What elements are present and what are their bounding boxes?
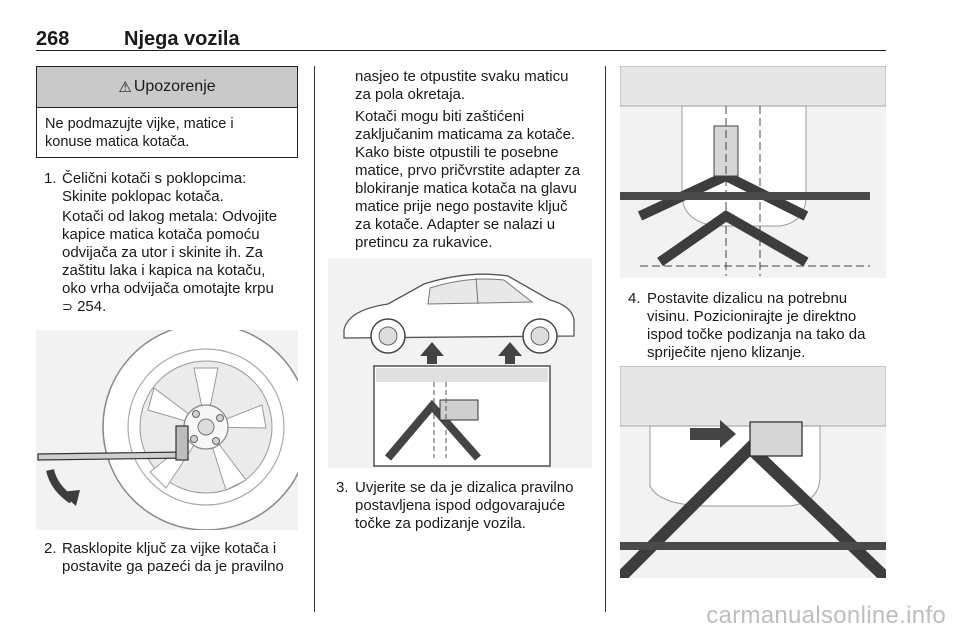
- jack-under-sill-illustration: [620, 66, 886, 278]
- text-line: Kotači od lakog metala: Odvojite: [62, 208, 278, 225]
- text-line: nasjeo te otpustite svaku maticu: [355, 68, 569, 85]
- section-title: Njega vozila: [124, 28, 240, 50]
- step-number: 4.: [628, 290, 641, 307]
- text-line: Kotači mogu biti zaštićeni: [355, 108, 525, 125]
- step-number: 2.: [44, 540, 57, 557]
- text-line: matice, prvo pričvrstite adapter za: [355, 162, 581, 179]
- warning-header: ⚠ Upozorenje: [37, 67, 297, 108]
- text-line: postavite ga pazeći da je pravilno: [62, 558, 284, 575]
- text-line: Čelični kotači s poklopcima:: [62, 170, 247, 187]
- warning-line: konuse matica kotača.: [45, 134, 190, 150]
- page-number: 268: [36, 28, 70, 50]
- step-number: 3.: [336, 479, 349, 496]
- step-2-text: Rasklopite ključ za vijke kotača i posta…: [62, 540, 308, 576]
- text-line: matice prije nego postavite ključ: [355, 198, 568, 215]
- watermark: carmanualsonline.info: [706, 602, 946, 629]
- text-line: za kotače. Adapter se nalazi u: [355, 216, 556, 233]
- text-line: spriječite njeno klizanje.: [647, 344, 806, 361]
- jack-positioning-illustration: [620, 366, 886, 578]
- page-reference[interactable]: ⊃ 254.: [62, 298, 302, 316]
- text-line: Kako biste otpustili te posebne: [355, 144, 559, 161]
- step-1-text: Čelični kotači s poklopcima: Skinite pok…: [62, 170, 298, 206]
- step-3-text: Uvjerite se da je dizalica pravilno post…: [355, 479, 600, 533]
- text-line: Uvjerite se da je dizalica pravilno: [355, 479, 574, 496]
- reference-page: 254.: [77, 298, 107, 315]
- text-line: zaključanim maticama za kotače.: [355, 126, 576, 143]
- text-line: kapice matica kotača pomoću: [62, 226, 260, 243]
- text-line: postavljena ispod odgovarajuće: [355, 497, 566, 514]
- wheel-wrench-illustration: [36, 330, 298, 530]
- warning-box: ⚠ Upozorenje Ne podmazujte vijke, matice…: [36, 66, 298, 158]
- warning-line: Ne podmazujte vijke, matice i: [45, 116, 234, 132]
- text-line: Rasklopite ključ za vijke kotača i: [62, 540, 277, 557]
- locking-nut-text: Kotači mogu biti zaštićeni zaključanim m…: [355, 108, 600, 252]
- text-line: za pola okretaja.: [355, 86, 466, 103]
- warning-text: Ne podmazujte vijke, matice i konuse mat…: [37, 108, 297, 158]
- text-line: ispod točke podizanja na tako da: [647, 326, 866, 343]
- car-jacking-points-illustration: [328, 258, 592, 468]
- text-line: odvijača za utor i skinite ih. Za: [62, 244, 263, 261]
- warning-triangle-icon: ⚠: [118, 79, 132, 96]
- text-line: pretincu za rukavice.: [355, 234, 493, 251]
- column-divider-1: [314, 66, 315, 612]
- step-1-alloy-text: Kotači od lakog metala: Odvojite kapice …: [62, 208, 302, 316]
- column-divider-2: [605, 66, 606, 612]
- page-header: 268 Njega vozila: [36, 14, 886, 50]
- step-number: 1.: [44, 170, 57, 187]
- text-line: visinu. Pozicionirajte je direktno: [647, 308, 857, 325]
- warning-title: Upozorenje: [133, 78, 216, 95]
- text-line: Postavite dizalicu na potrebnu: [647, 290, 848, 307]
- text-line: oko vrha odvijača omotajte krpu: [62, 280, 274, 297]
- header-rule: [36, 50, 886, 51]
- reference-arrow-icon: ⊃: [62, 299, 73, 314]
- text-line: točke za podizanje vozila.: [355, 515, 526, 532]
- text-line: Skinite poklopac kotača.: [62, 188, 224, 205]
- text-line: blokiranje matica kotača na glavu: [355, 180, 577, 197]
- step-2-continued: nasjeo te otpustite svaku maticu za pola…: [355, 68, 595, 104]
- step-4-text: Postavite dizalicu na potrebnu visinu. P…: [647, 290, 887, 362]
- text-line: zaštitu laka i kapica na kotaču,: [62, 262, 266, 279]
